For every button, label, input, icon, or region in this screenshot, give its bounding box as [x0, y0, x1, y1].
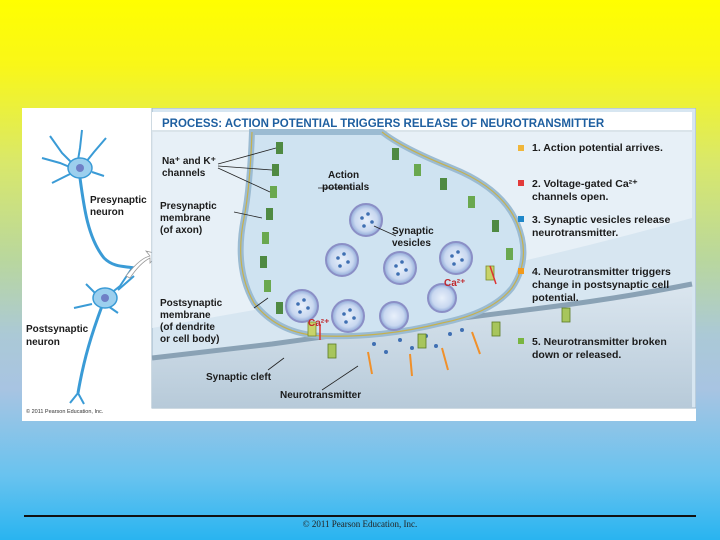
step-2-marker: [518, 180, 524, 186]
label-postsynaptic-membrane-4: or cell body): [160, 334, 219, 345]
step-4-line-3: potential.: [532, 292, 579, 304]
step-5-marker: [518, 338, 524, 344]
process-panel: PROCESS: ACTION POTENTIAL TRIGGERS RELEA…: [152, 108, 696, 408]
step-2-line-2: channels open.: [532, 191, 609, 203]
label-presynaptic-membrane-2: membrane: [160, 213, 211, 224]
step-2-line-1: 2. Voltage-gated Ca²⁺: [532, 178, 638, 190]
label-presynaptic-membrane-3: (of axon): [160, 225, 202, 236]
step-1-marker: [518, 145, 524, 151]
label-postsynaptic-neuron-1: Postsynaptic: [26, 324, 89, 335]
step-1-line-1: 1. Action potential arrives.: [532, 142, 663, 154]
label-neurotransmitter: Neurotransmitter: [280, 390, 361, 401]
label-action-potentials-2: potentials: [322, 182, 370, 193]
label-postsynaptic-membrane-3: (of dendrite: [160, 322, 215, 333]
label-presynaptic-membrane-1: Presynaptic: [160, 201, 217, 212]
step-3-line-1: 3. Synaptic vesicles release: [532, 214, 671, 226]
label-synaptic-vesicles-2: vesicles: [392, 238, 431, 249]
label-ca-left: Ca²⁺: [308, 318, 329, 329]
step-4-marker: [518, 268, 524, 274]
synapse-figure: Presynaptic neuron Postsynaptic neuron ©…: [22, 108, 696, 421]
figure-title: PROCESS: ACTION POTENTIAL TRIGGERS RELEA…: [162, 118, 605, 130]
step-3-marker: [518, 216, 524, 222]
label-synaptic-cleft: Synaptic cleft: [206, 372, 272, 383]
label-action-potentials-1: Action: [328, 170, 359, 181]
label-postsynaptic-membrane-1: Postsynaptic: [160, 298, 223, 309]
step-5-line-1: 5. Neurotransmitter broken: [532, 336, 667, 348]
step-5-line-2: down or released.: [532, 349, 621, 361]
label-postsynaptic-membrane-2: membrane: [160, 310, 211, 321]
label-na-k-channels-2: channels: [162, 168, 206, 179]
copyright-small: © 2011 Pearson Education, Inc.: [26, 408, 104, 415]
label-na-k-channels-1: Na⁺ and K⁺: [162, 156, 216, 167]
neuron-overview-panel: Presynaptic neuron Postsynaptic neuron ©…: [26, 130, 158, 415]
step-4-line-2: change in postsynaptic cell: [532, 279, 669, 291]
label-presynaptic-neuron-1: Presynaptic: [90, 195, 147, 206]
label-synaptic-vesicles-1: Synaptic: [392, 226, 434, 237]
label-postsynaptic-neuron-2: neuron: [26, 337, 60, 348]
label-ca-right: Ca²⁺: [444, 278, 465, 289]
step-4-line-1: 4. Neurotransmitter triggers: [532, 266, 671, 278]
label-presynaptic-neuron-2: neuron: [90, 207, 124, 218]
footer-divider: [24, 515, 696, 517]
step-3-line-2: neurotransmitter.: [532, 227, 618, 239]
footer-copyright: © 2011 Pearson Education, Inc.: [0, 519, 720, 529]
